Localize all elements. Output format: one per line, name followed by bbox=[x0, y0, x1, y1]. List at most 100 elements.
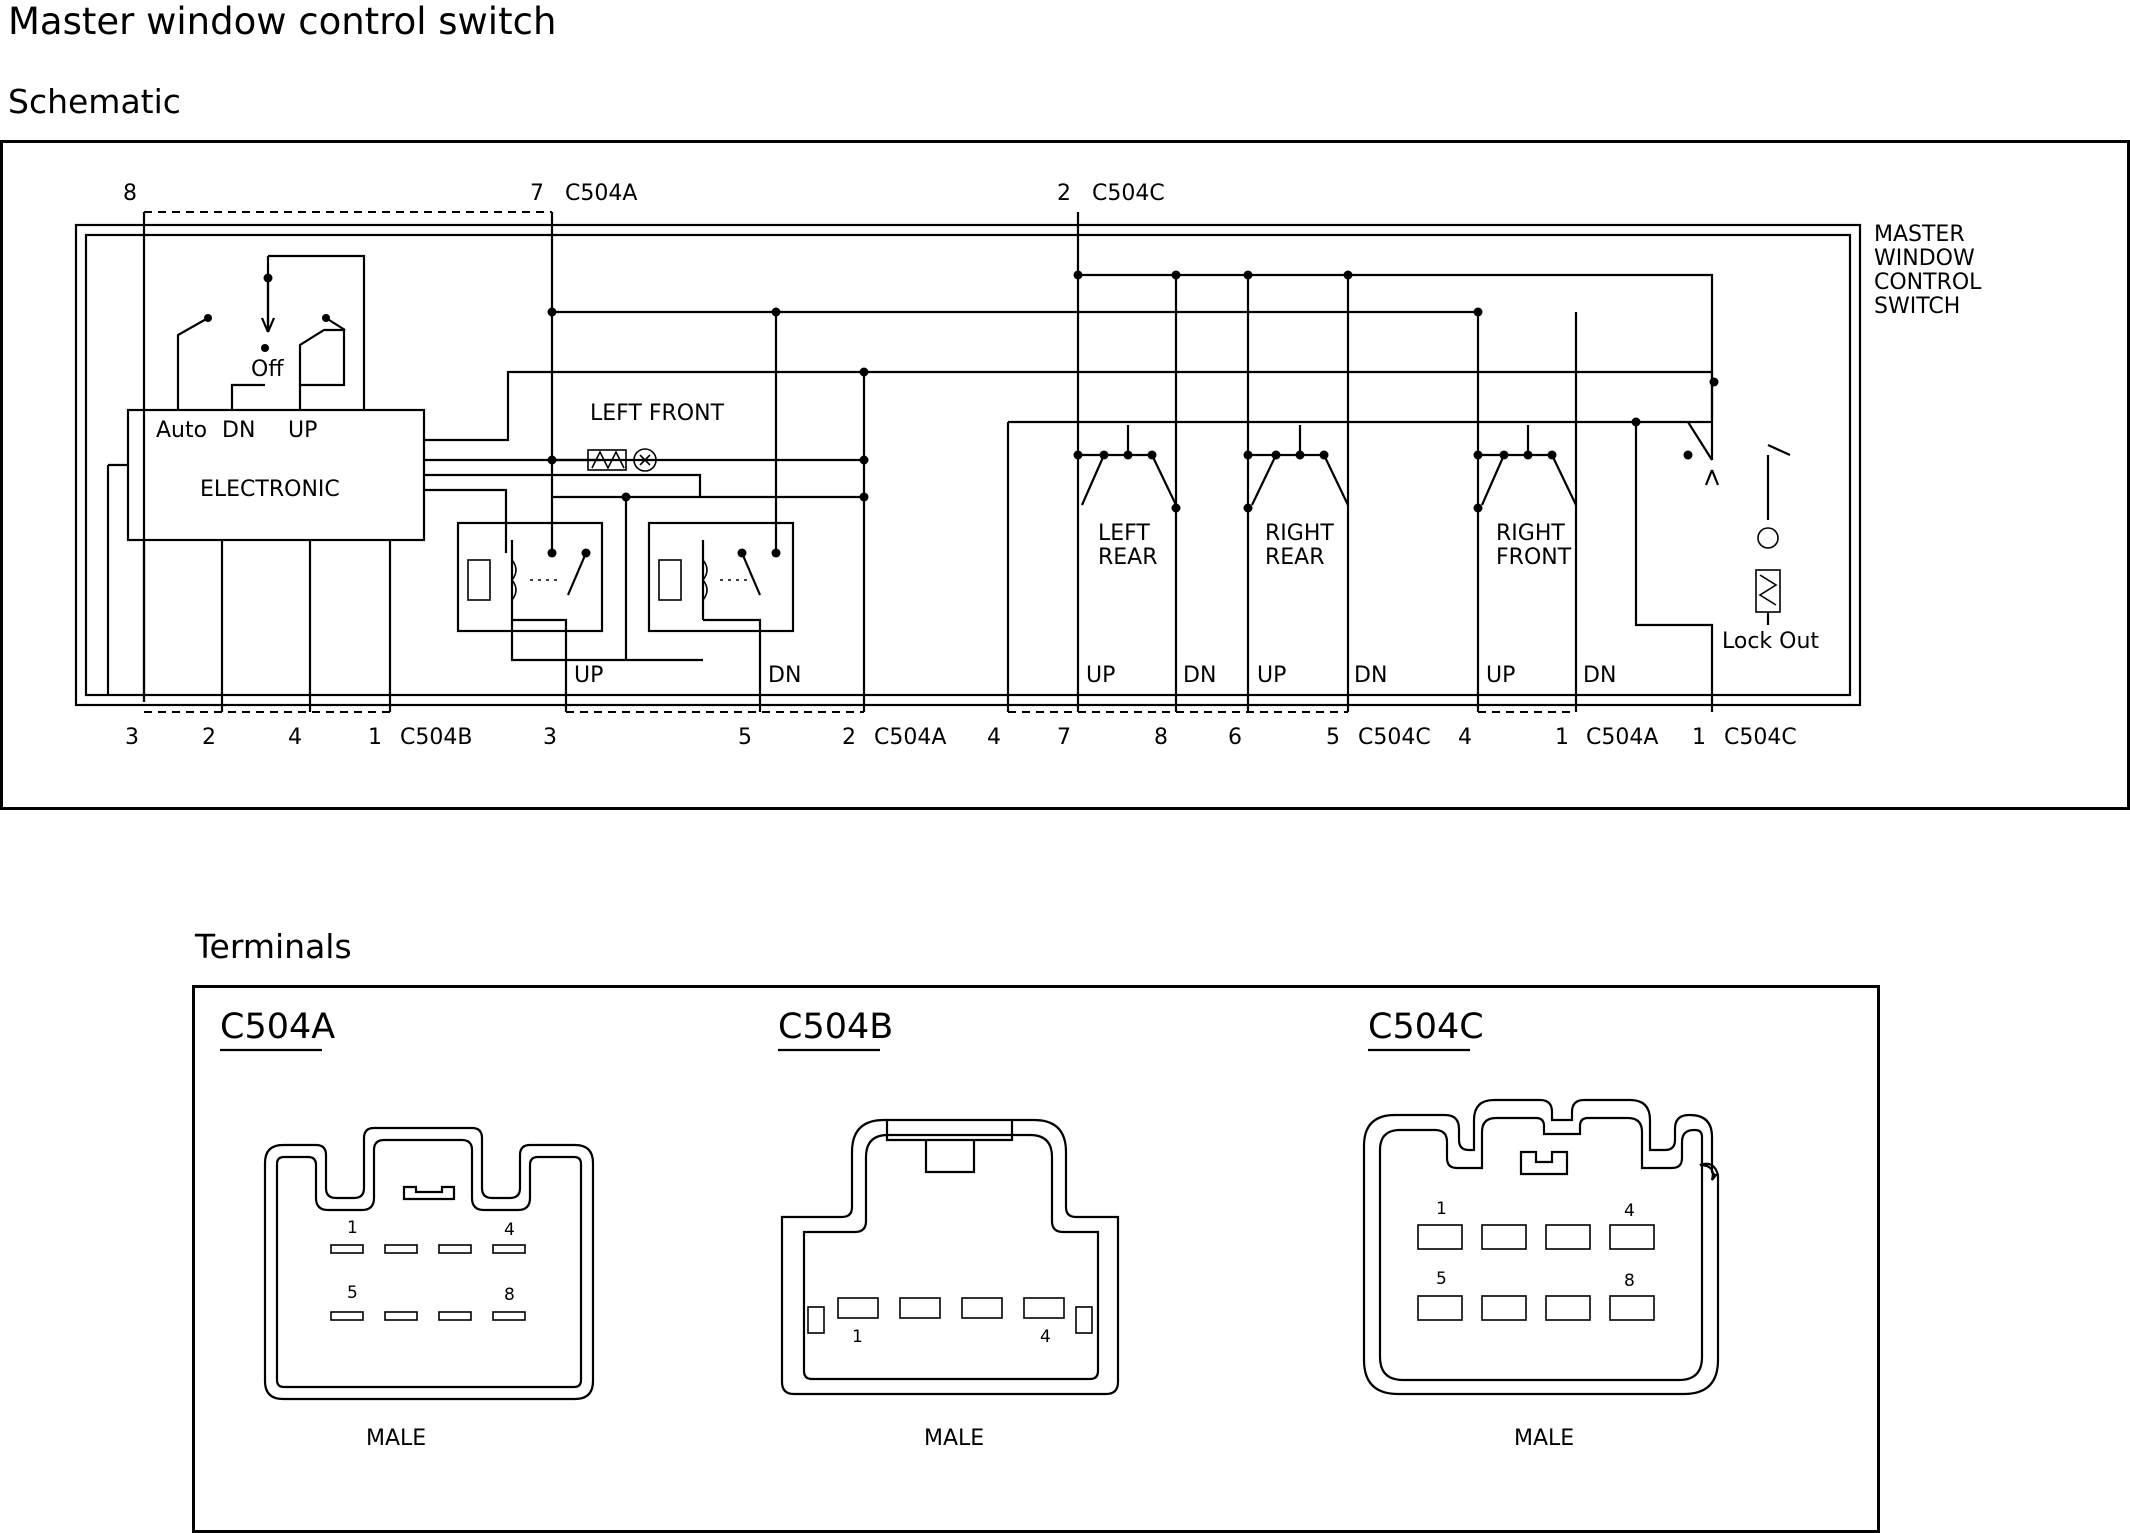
relay-contact-blade bbox=[740, 552, 762, 596]
dn-label: DN bbox=[768, 663, 801, 688]
lockout-blade-upper bbox=[1687, 421, 1713, 461]
wire-right-rear bbox=[1246, 275, 1350, 712]
auto-contact-wire bbox=[176, 317, 209, 410]
schematic-frame bbox=[0, 140, 2130, 810]
wire-right-front bbox=[1476, 312, 1578, 712]
c504c-pin bbox=[1417, 1224, 1463, 1250]
bottom-pin-label: 3 bbox=[125, 725, 139, 750]
relay-cross-wire bbox=[510, 497, 703, 662]
bottom-connector-label: C504C bbox=[1358, 725, 1431, 750]
relay-coil-resistor bbox=[467, 559, 491, 601]
up-label: UP bbox=[1086, 663, 1115, 688]
c504b-side-key bbox=[1075, 1306, 1093, 1334]
top-connector-label: C504A bbox=[565, 181, 637, 206]
c504b-top-latch bbox=[885, 1120, 1014, 1142]
c504b-side-key bbox=[807, 1306, 825, 1334]
up-label: UP bbox=[288, 418, 317, 443]
lock-out-label: Lock Out bbox=[1722, 629, 1819, 654]
bottom-connector-label: C504B bbox=[400, 725, 472, 750]
c504a-pin bbox=[330, 1311, 364, 1321]
c504a-pin bbox=[492, 1311, 526, 1321]
relay-contact-blade bbox=[566, 552, 588, 596]
c504b-housing bbox=[780, 1118, 1120, 1396]
c504c-latch bbox=[1519, 1150, 1569, 1176]
c504c-pin-label: 1 bbox=[1436, 1199, 1447, 1219]
relay-output-wires bbox=[512, 618, 762, 712]
lamp-cross bbox=[639, 454, 651, 466]
up-label: UP bbox=[574, 663, 603, 688]
c504a-pin-label: 8 bbox=[504, 1285, 515, 1305]
c504a-pin-label: 4 bbox=[504, 1220, 515, 1240]
c504a-title: C504A bbox=[220, 1007, 335, 1047]
bottom-pin-label: 1 bbox=[1555, 725, 1569, 750]
right-front-label-line2: FRONT bbox=[1496, 545, 1572, 570]
c504c-title: C504C bbox=[1368, 1007, 1484, 1047]
junction-dot bbox=[547, 307, 557, 317]
bottom-pin-label: 4 bbox=[1458, 725, 1472, 750]
off-label: Off bbox=[251, 357, 284, 382]
c504a-pin bbox=[438, 1311, 472, 1321]
c504c-housing bbox=[1362, 1098, 1720, 1396]
bottom-pin-label: 4 bbox=[987, 725, 1001, 750]
c504c-pin bbox=[1609, 1295, 1655, 1321]
c504c-gender: MALE bbox=[1514, 1426, 1574, 1451]
right-front-switch-blades bbox=[1480, 454, 1577, 506]
auto-contact-dot bbox=[204, 314, 212, 322]
junction-dot bbox=[1073, 270, 1083, 280]
module-inner-outline bbox=[84, 233, 1852, 697]
up-label: UP bbox=[1486, 663, 1515, 688]
c504a-pin-label: 1 bbox=[347, 1218, 358, 1238]
c504a-pin bbox=[384, 1244, 418, 1254]
bottom-pin-label: 2 bbox=[202, 725, 216, 750]
junction-dot bbox=[581, 548, 591, 558]
bottom-pin-label: 7 bbox=[1057, 725, 1071, 750]
c504c-pin bbox=[1481, 1295, 1527, 1321]
resistor-zigzag bbox=[1758, 574, 1778, 606]
up-label: UP bbox=[1257, 663, 1286, 688]
dn-label: DN bbox=[222, 418, 255, 443]
c504c-pin bbox=[1545, 1295, 1591, 1321]
bottom-connector-label: C504C bbox=[1724, 725, 1797, 750]
c504b-pin bbox=[961, 1297, 1003, 1319]
c504c-housing-inner bbox=[1378, 1116, 1704, 1382]
bottom-pin-label: 8 bbox=[1154, 725, 1168, 750]
electronic-label: ELECTRONIC bbox=[200, 477, 340, 502]
right-rear-label-line2: REAR bbox=[1265, 545, 1325, 570]
left-rear-switch-blades bbox=[1080, 454, 1177, 506]
c504c-pin bbox=[1417, 1295, 1463, 1321]
c504b-pin-label: 1 bbox=[852, 1327, 863, 1347]
terminals-frame bbox=[192, 985, 1880, 1533]
c504b-pin bbox=[899, 1297, 941, 1319]
relay-box-up bbox=[456, 521, 604, 633]
wire-lockout-loop bbox=[1634, 422, 1714, 712]
top-pin-label: 7 bbox=[530, 181, 544, 206]
top-connector-label: C504C bbox=[1092, 181, 1165, 206]
c504a-housing-inner bbox=[275, 1138, 583, 1389]
c504a-latch bbox=[402, 1185, 456, 1201]
relay-coil-resistor bbox=[658, 559, 682, 601]
bottom-pin-label: 2 bbox=[842, 725, 856, 750]
module-outer-outline bbox=[74, 223, 1862, 707]
c504a-pin bbox=[330, 1244, 364, 1254]
top-pin-label: 2 bbox=[1057, 181, 1071, 206]
right-rear-switch-contacts bbox=[1248, 425, 1324, 457]
dn-label: DN bbox=[1354, 663, 1387, 688]
c504b-pin bbox=[1023, 1297, 1065, 1319]
up-contact-wire bbox=[298, 328, 346, 410]
left-rear-label-line1: LEFT bbox=[1098, 521, 1150, 546]
relay-box-down bbox=[647, 521, 795, 633]
c504a-pin bbox=[438, 1244, 472, 1254]
junction-dot bbox=[1683, 450, 1693, 460]
bottom-pin-label: 4 bbox=[288, 725, 302, 750]
junction-dot bbox=[621, 492, 631, 502]
left-front-lamp-icon bbox=[633, 448, 657, 472]
module-label-line1: MASTER bbox=[1874, 222, 1965, 247]
resistor-zigzag bbox=[591, 450, 625, 470]
bottom-pin-label: 5 bbox=[1326, 725, 1340, 750]
bottom-pin-label: 1 bbox=[1692, 725, 1706, 750]
dn-label: DN bbox=[1183, 663, 1216, 688]
lockout-arrow bbox=[1704, 469, 1720, 486]
auto-label: Auto bbox=[156, 418, 207, 443]
bottom-pin-label: 1 bbox=[368, 725, 382, 750]
c504c-pin-label: 4 bbox=[1624, 1201, 1635, 1221]
